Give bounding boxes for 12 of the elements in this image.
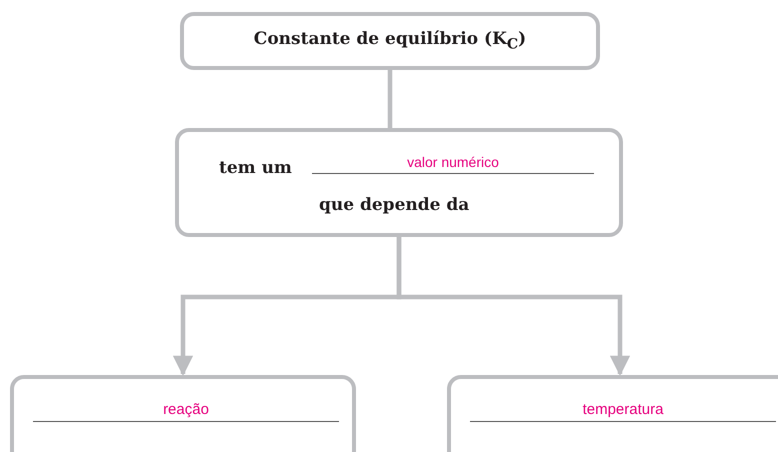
arrow [396, 237, 630, 376]
connector-line [388, 70, 392, 128]
concept-text: Constante de equilíbrio (K$_{C}$) [252, 29, 528, 52]
concept-box [175, 128, 623, 237]
answer-text: valor numérico [312, 154, 594, 174]
concept-text: tem um [219, 158, 292, 178]
answer-text: temperatura [470, 401, 776, 422]
concept-box [180, 12, 600, 70]
concept-box [10, 375, 356, 452]
concept-text: que depende da [319, 195, 470, 215]
concept-box [447, 375, 778, 452]
answer-text: reação [33, 401, 339, 422]
